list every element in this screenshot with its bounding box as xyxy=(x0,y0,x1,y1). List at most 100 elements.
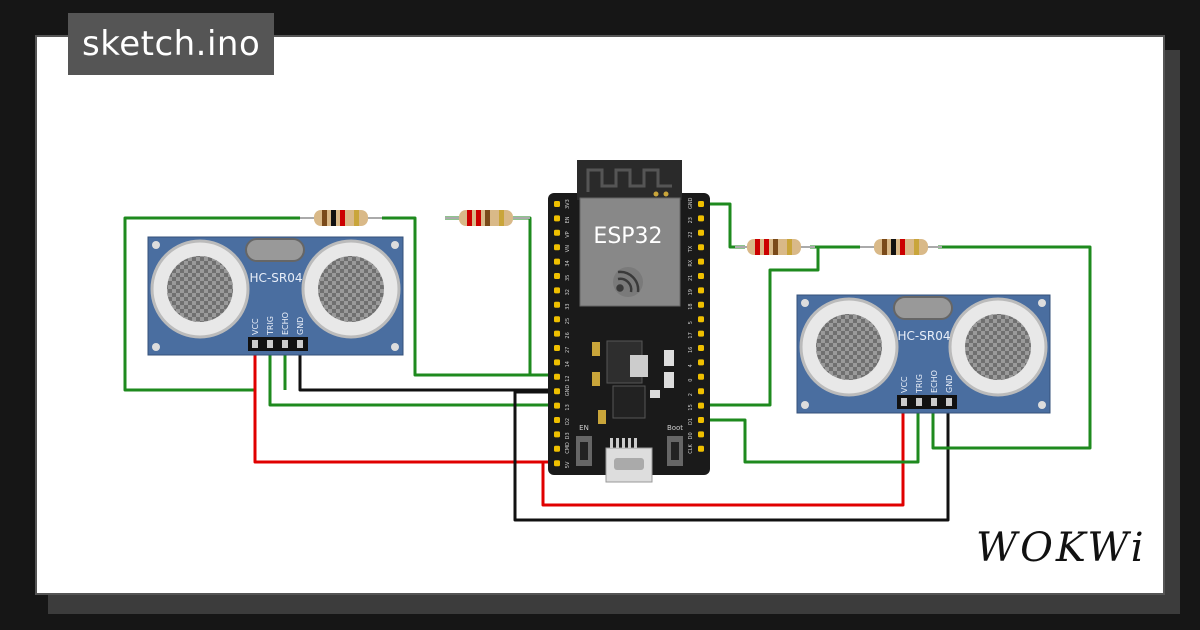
left-pin[interactable] xyxy=(554,316,560,323)
right-pin[interactable] xyxy=(698,287,704,294)
wire-green[interactable] xyxy=(700,247,820,407)
left-pin[interactable] xyxy=(554,301,560,308)
left-pin[interactable] xyxy=(554,201,560,207)
right-pin-label: 4 xyxy=(688,364,694,367)
right-pin-label: CLK xyxy=(688,444,694,454)
ultrasonic-sensor-left[interactable]: HC-SR04 VCC TRIG ECHO GND xyxy=(147,236,404,356)
right-pin-label: D1 xyxy=(688,418,694,425)
file-name-badge[interactable]: sketch.ino xyxy=(68,13,275,75)
wire-green[interactable] xyxy=(931,245,1092,450)
right-pin[interactable] xyxy=(698,301,704,308)
left-pin-label: CMD xyxy=(565,442,571,454)
left-pin-label: VN xyxy=(565,245,571,252)
right-pin-label: 2 xyxy=(688,393,694,396)
left-pin[interactable] xyxy=(554,287,560,294)
right-pin[interactable] xyxy=(698,273,704,279)
wokwi-logo: WOKWi xyxy=(976,525,1147,571)
wire-green[interactable] xyxy=(700,400,920,464)
left-pin-label: 25 xyxy=(565,318,571,324)
wire-green[interactable] xyxy=(123,216,300,392)
right-pin[interactable] xyxy=(698,330,704,337)
left-pin-label: VP xyxy=(565,231,571,237)
right-pin-label: 0 xyxy=(688,379,694,382)
left-pin[interactable] xyxy=(554,373,560,380)
board-label: ESP32 xyxy=(593,224,662,249)
right-pin[interactable] xyxy=(698,445,704,452)
right-pin-label: D0 xyxy=(688,432,694,439)
left-pin[interactable] xyxy=(554,330,560,337)
left-pin[interactable] xyxy=(554,345,560,351)
right-pin-label: 23 xyxy=(688,217,694,223)
left-pin[interactable] xyxy=(554,388,560,395)
left-pin[interactable] xyxy=(554,431,560,438)
wire-red[interactable] xyxy=(541,400,905,507)
pin-label-gnd: GND xyxy=(296,317,305,335)
left-pin-label: 13 xyxy=(565,404,571,410)
right-pin[interactable] xyxy=(698,345,704,351)
right-pin[interactable] xyxy=(698,373,704,380)
left-pin-label: 26 xyxy=(565,332,571,338)
right-pin-label: TX xyxy=(688,245,694,253)
resistor[interactable] xyxy=(860,239,942,255)
left-pin-label: 32 xyxy=(565,289,571,295)
right-pin[interactable] xyxy=(698,316,704,323)
wire-green[interactable] xyxy=(445,216,532,375)
left-pin-label: 33 xyxy=(565,303,571,309)
wire-green[interactable] xyxy=(382,216,557,377)
wire-black[interactable] xyxy=(513,390,950,522)
espressif-logo xyxy=(613,267,643,297)
pin-label-trig: TRIG xyxy=(266,316,275,336)
left-pin-label: 5V xyxy=(565,461,571,468)
right-pin-label: 5 xyxy=(688,321,694,324)
pin-label-vcc: VCC xyxy=(900,376,909,393)
left-pin[interactable] xyxy=(554,244,560,251)
right-pin-label: 16 xyxy=(688,347,694,353)
left-pin-header: 3V3ENVPVN343532332526271412GND13D2D3CMD5… xyxy=(554,199,571,468)
right-pin[interactable] xyxy=(698,359,704,366)
left-pin-label: 27 xyxy=(565,347,571,353)
right-pin-label: 21 xyxy=(688,275,694,281)
right-pin[interactable] xyxy=(698,229,704,236)
right-pin[interactable] xyxy=(698,201,704,207)
left-pin-label: 34 xyxy=(565,260,571,266)
sensor-label: HC-SR04 xyxy=(898,329,951,343)
left-pin[interactable] xyxy=(554,258,560,265)
resistor[interactable] xyxy=(300,210,382,226)
right-pin[interactable] xyxy=(698,431,704,438)
wire-red[interactable] xyxy=(253,345,557,464)
right-pin-label: GND xyxy=(688,197,694,209)
right-pin-label: 18 xyxy=(688,303,694,309)
left-pin[interactable] xyxy=(554,445,560,452)
left-pin[interactable] xyxy=(554,359,560,366)
left-pin[interactable] xyxy=(554,215,560,222)
wires xyxy=(123,202,1092,522)
wire-green[interactable] xyxy=(268,345,557,407)
right-pin[interactable] xyxy=(698,417,704,423)
left-pin[interactable] xyxy=(554,417,560,423)
right-pin-label: 22 xyxy=(688,231,694,237)
pin-label-gnd: GND xyxy=(945,375,954,393)
right-pin[interactable] xyxy=(698,258,704,265)
ultrasonic-sensor-right[interactable]: HC-SR04 VCC TRIG ECHO GND xyxy=(796,294,1051,414)
resistor[interactable] xyxy=(445,210,530,226)
right-pin[interactable] xyxy=(698,215,704,222)
right-pin[interactable] xyxy=(698,388,704,395)
pin-label-trig: TRIG xyxy=(915,374,924,394)
left-pin[interactable] xyxy=(554,273,560,279)
wire-black[interactable] xyxy=(298,345,557,392)
right-pin[interactable] xyxy=(698,244,704,251)
left-pin-label: 12 xyxy=(565,375,571,381)
left-pin-label: EN xyxy=(565,216,571,223)
boot-button-label: Boot xyxy=(667,424,683,432)
left-pin-label: 35 xyxy=(565,275,571,281)
resistor[interactable] xyxy=(735,239,815,255)
right-pin-label: RX xyxy=(688,259,694,266)
pin-label-vcc: VCC xyxy=(251,318,260,335)
right-pin[interactable] xyxy=(698,402,704,409)
left-pin[interactable] xyxy=(554,229,560,236)
left-pin[interactable] xyxy=(554,460,560,467)
left-pin[interactable] xyxy=(554,402,560,409)
en-button-label: EN xyxy=(579,424,589,432)
